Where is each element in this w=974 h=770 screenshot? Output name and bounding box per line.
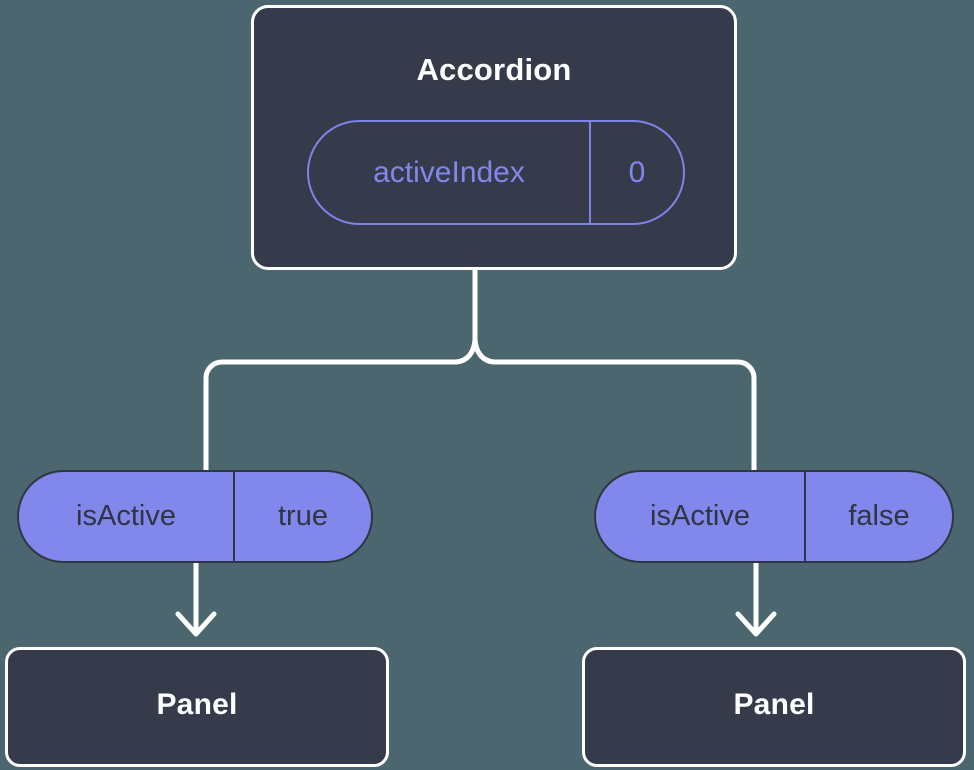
node-panel-right[interactable]: Panel (582, 647, 966, 767)
arrow-head-right-icon (735, 611, 777, 637)
prop-pill-value: true (278, 500, 328, 532)
node-accordion-title: Accordion (416, 52, 572, 87)
prop-pill-is-active-false[interactable]: isActive false (594, 470, 954, 563)
connector-split-left (203, 337, 478, 475)
state-pill-key: activeIndex (309, 122, 591, 223)
state-pill-active-index[interactable]: activeIndex 0 (307, 120, 685, 225)
prop-pill-is-active-true[interactable]: isActive true (17, 470, 373, 563)
node-panel-left[interactable]: Panel (5, 647, 389, 767)
node-accordion[interactable]: Accordion activeIndex 0 (251, 5, 737, 270)
node-panel-right-title: Panel (733, 688, 815, 721)
state-pill-value: 0 (628, 155, 646, 189)
node-panel-left-title: Panel (156, 688, 238, 721)
arrow-head-left-icon (175, 611, 217, 637)
prop-pill-key: isActive (596, 472, 806, 561)
prop-pill-key: isActive (19, 472, 235, 561)
prop-pill-value: false (848, 500, 910, 532)
connector-split-right (472, 337, 757, 475)
